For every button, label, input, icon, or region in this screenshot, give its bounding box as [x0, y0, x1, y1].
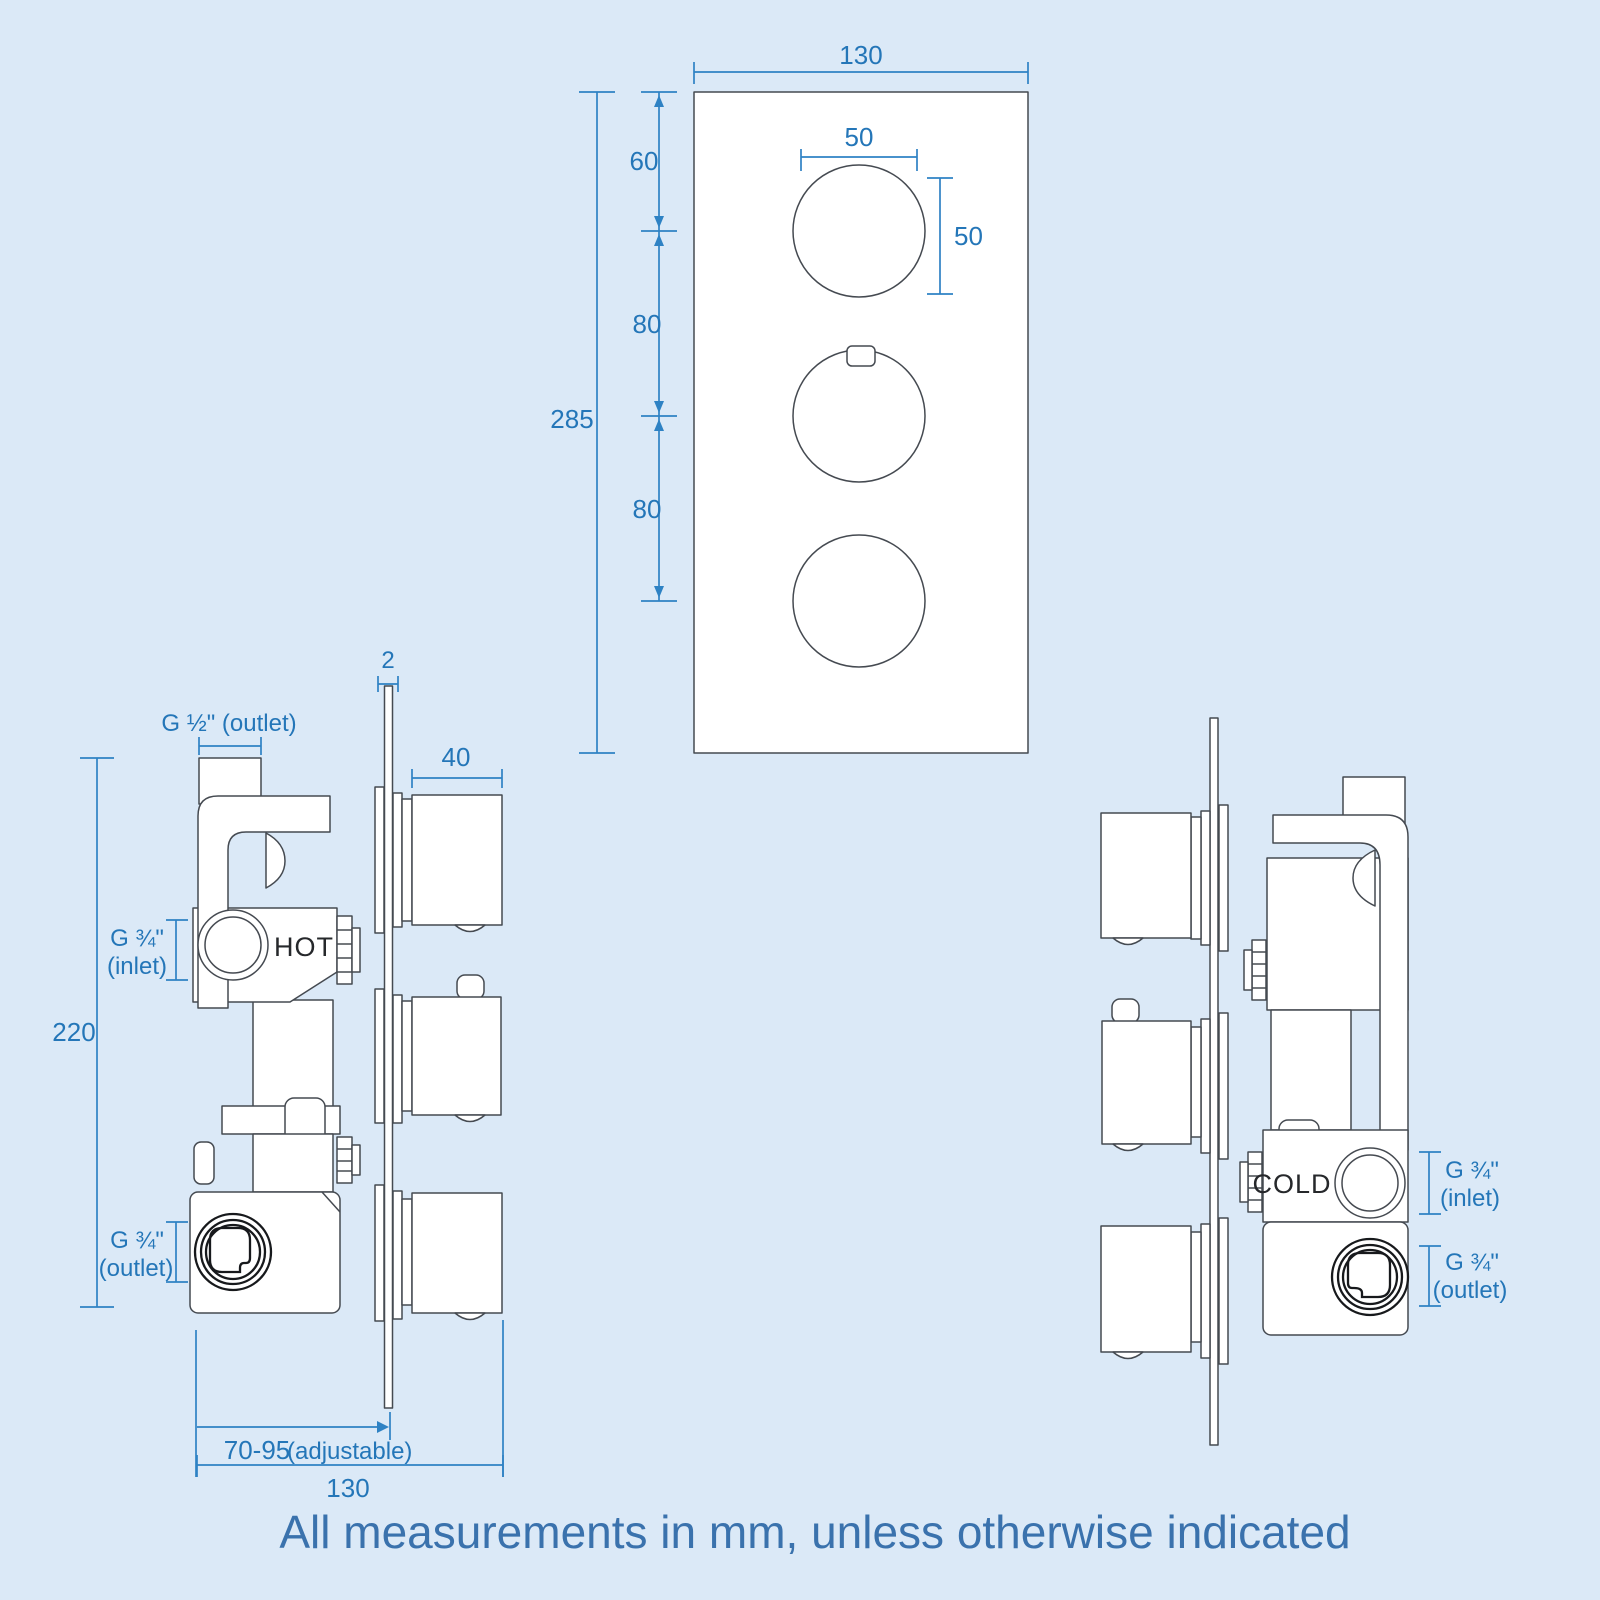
handle-detail [265, 832, 286, 889]
outlet-port-right-keyway [1346, 1251, 1392, 1299]
knob-top [411, 794, 503, 926]
rib-connector-right-upper [1243, 939, 1267, 1001]
front-view: 130 285 60 80 80 [550, 40, 1029, 754]
left-side-view: HOT G ½" (outlet) 2 40 220 [52, 647, 504, 1503]
handle-detail-right [1352, 849, 1376, 907]
left-width-dim: 130 [326, 1473, 369, 1503]
front-spacing-dimension: 60 80 80 [630, 91, 677, 602]
right-side-view: COLD G ¾" (inlet) G ¾" (outlet) [1100, 717, 1508, 1446]
left-height-dim: 220 [52, 1017, 95, 1047]
front-knob-width-dim: 50 [845, 122, 874, 152]
body-side-tab [193, 1141, 215, 1185]
knob-middle-right [1101, 1020, 1192, 1145]
hot-inlet-port-inner [204, 916, 262, 974]
faceplate [693, 91, 1029, 754]
handle [197, 795, 331, 1009]
knob-middle-tab [846, 345, 876, 367]
knob-middle-nub [456, 974, 485, 1000]
left-inlet-label-2: (inlet) [107, 953, 167, 980]
left-adjustable-dim: 70-95 [224, 1435, 291, 1465]
left-outlet-dimension: G ¾" (outlet) [99, 1221, 188, 1283]
right-outlet-dimension: G ¾" (outlet) [1419, 1245, 1508, 1307]
front-offset-dim: 60 [630, 146, 659, 176]
knob-depth-dimension: 40 [411, 742, 503, 788]
outlet-port-keyway [208, 1226, 252, 1274]
knob-middle-nub-right [1111, 998, 1140, 1024]
body-column-right [1270, 1009, 1352, 1131]
wall-plate-right [1209, 717, 1219, 1446]
body-column-lower [252, 1133, 334, 1193]
left-outlet-top-dimension: G ½" (outlet) [161, 710, 297, 755]
right-outlet-label-2: (outlet) [1433, 1277, 1508, 1304]
measurements-note: All measurements in mm, unless otherwise… [279, 1506, 1350, 1558]
front-height-dimension: 285 [550, 91, 615, 754]
rib-connector-right-lower [1239, 1151, 1263, 1213]
right-inlet-label-2: (inlet) [1440, 1185, 1500, 1212]
front-knob-dimension: 50 50 [800, 122, 983, 295]
cold-inlet-port-inner [1341, 1154, 1399, 1212]
left-outlet-label-2: (outlet) [99, 1255, 174, 1282]
knob-top-circle [792, 164, 926, 298]
body-column-upper [252, 999, 334, 1111]
knob-bottom [411, 1192, 503, 1314]
front-height-dim: 285 [550, 404, 593, 434]
front-spacing2-dim: 80 [633, 494, 662, 524]
knob-middle [411, 996, 502, 1116]
cold-label: COLD [1252, 1169, 1331, 1199]
knob-top-right [1100, 812, 1192, 939]
left-inlet-label-1: G ¾" [110, 925, 164, 952]
left-adjustable-note: (adjustable) [287, 1438, 412, 1465]
right-inlet-label-1: G ¾" [1445, 1157, 1499, 1184]
right-outlet-label-1: G ¾" [1445, 1249, 1499, 1276]
left-outlet-label-1: G ¾" [110, 1227, 164, 1254]
plate-thickness-dimension: 2 [377, 647, 399, 692]
right-inlet-dimension: G ¾" (inlet) [1419, 1151, 1500, 1215]
front-knob-height-dim: 50 [954, 221, 983, 251]
hot-inlet-port-outer [197, 909, 269, 981]
left-knob-depth-dim: 40 [442, 742, 471, 772]
knob-bottom-right [1100, 1225, 1192, 1353]
front-width-dimension: 130 [693, 40, 1029, 84]
front-width-dim: 130 [839, 40, 882, 70]
hot-label: HOT [274, 932, 334, 962]
left-inlet-dimension: G ¾" (inlet) [107, 919, 188, 981]
left-plate-thickness-dim: 2 [381, 647, 394, 674]
knob-bottom-circle [792, 534, 926, 668]
left-outlet-top-label: G ½" (outlet) [161, 710, 296, 737]
adjustable-dimension: 70-95 (adjustable) [195, 1330, 412, 1477]
front-spacing1-dim: 80 [633, 309, 662, 339]
cold-inlet-port-outer [1334, 1147, 1406, 1219]
left-height-dimension: 220 [52, 757, 114, 1308]
wall-plate [383, 685, 394, 1409]
left-width-dimension: 130 [196, 1320, 504, 1503]
rib-connector-upper [336, 915, 361, 985]
rib-connector-lower [336, 1136, 361, 1184]
